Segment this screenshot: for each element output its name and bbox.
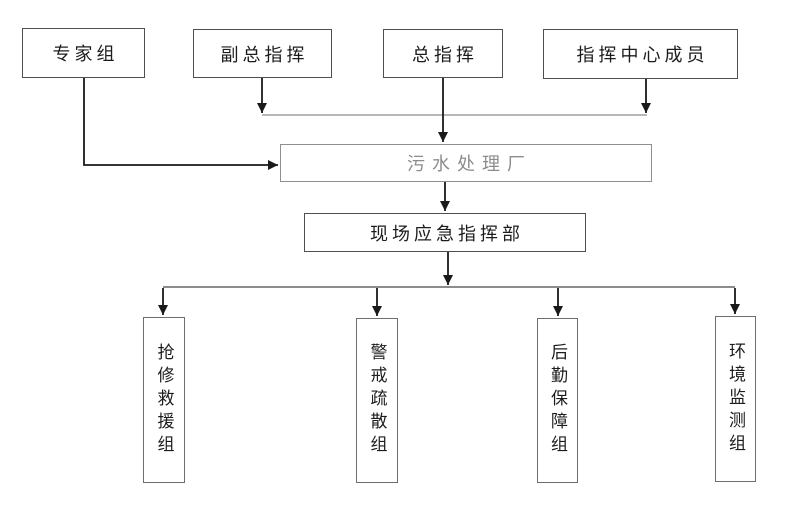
node-alert-evacuation-group-label: 警戒疏散组: [367, 343, 387, 458]
node-repair-rescue-group-label: 抢修救援组: [154, 342, 174, 458]
node-env-monitoring-group: 环境监测组: [715, 316, 756, 482]
node-chief-commander: 总指挥: [383, 29, 503, 78]
node-deputy-commander: 副总指挥: [193, 29, 332, 78]
node-repair-rescue-group: 抢修救援组: [143, 317, 185, 483]
node-deputy-commander-label: 副总指挥: [220, 44, 309, 65]
node-expert-group: 专家组: [22, 28, 145, 78]
node-alert-evacuation-group: 警戒疏散组: [356, 318, 398, 483]
node-expert-group-label: 专家组: [52, 44, 119, 64]
node-onsite-emergency-hq: 现场应急指挥部: [304, 213, 586, 252]
node-logistics-support-group: 后勤保障组: [537, 318, 578, 483]
node-onsite-emergency-hq-label: 现场应急指挥部: [370, 223, 524, 244]
node-sewage-plant-label: 污水处理厂: [407, 154, 532, 174]
node-logistics-support-group-label: 后勤保障组: [548, 343, 567, 458]
node-command-center-members: 指挥中心成员: [543, 29, 738, 79]
node-command-center-members-label: 指挥中心成员: [576, 45, 709, 65]
node-chief-commander-label: 总指挥: [412, 44, 478, 65]
node-sewage-plant: 污水处理厂: [280, 144, 652, 182]
edge-expert-to-plant: [83, 77, 278, 170]
node-env-monitoring-group-label: 环境监测组: [726, 341, 745, 457]
